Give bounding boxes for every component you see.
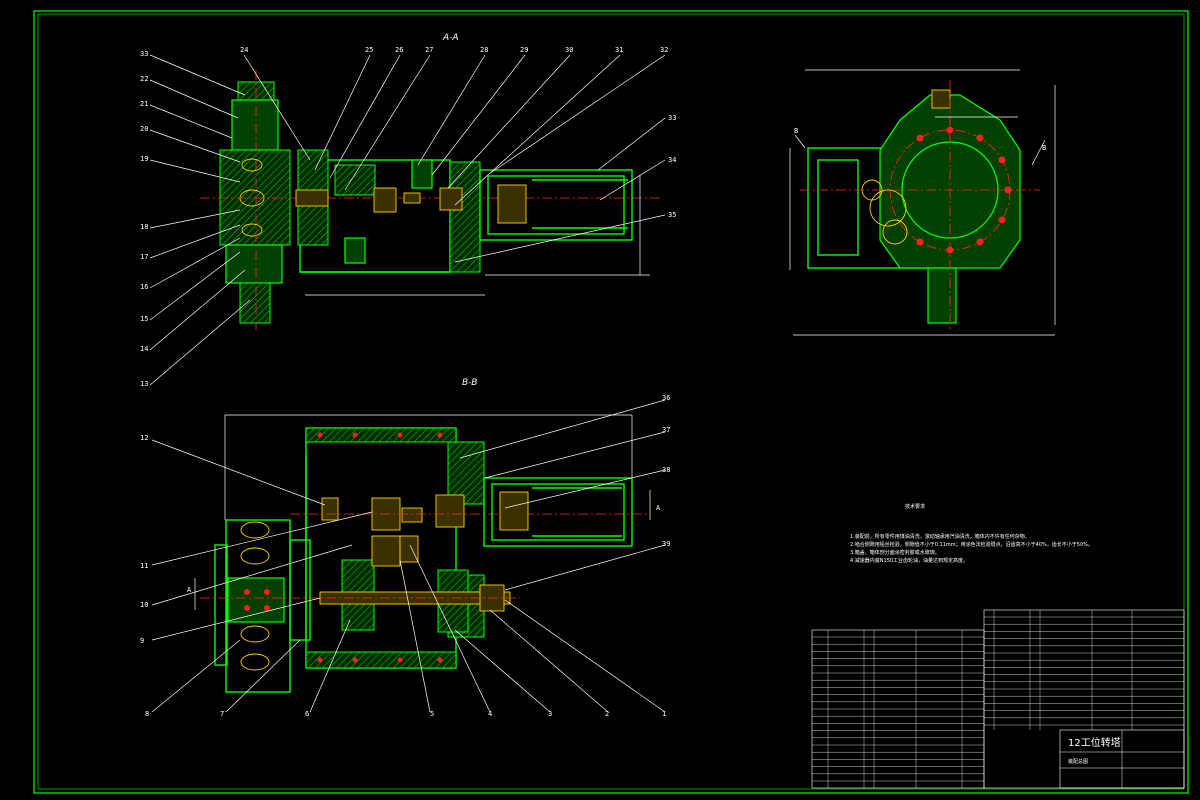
notes-heading: 技术要求 (905, 503, 925, 510)
label-bb-37: 37 (662, 426, 670, 434)
label-aa-18: 18 (140, 223, 148, 231)
label-aa-17: 17 (140, 253, 148, 261)
end-view: B B (789, 69, 1056, 336)
label-aa-33: 33 (140, 50, 148, 58)
label-bb-5: 5 (430, 710, 434, 718)
label-bb-4: 4 (488, 710, 492, 718)
label-bb-12: 12 (140, 434, 148, 442)
note-line-3: 3.箱盖、箱体剖分面涂密封胶或水玻璃。 (850, 549, 940, 556)
title-block-subtitle: 装配总图 (1068, 758, 1088, 765)
label-aa-20: 20 (140, 125, 148, 133)
inner-border (37, 13, 1185, 790)
label-aa-13: 13 (140, 380, 148, 388)
label-bb-39: 39 (662, 540, 670, 548)
label-aa-33b: 33 (668, 114, 676, 122)
section-aa-view: A-A (200, 33, 660, 330)
label-bb-8: 8 (145, 710, 149, 718)
label-aa-15: 15 (140, 315, 148, 323)
label-bb-38: 38 (662, 466, 670, 474)
marker-a-right: A (656, 504, 661, 512)
marker-b-right: B (1042, 144, 1046, 152)
label-bb-7: 7 (220, 710, 224, 718)
note-line-4: 4.减速器内装N150工业齿轮油，油量达到规定高度。 (850, 557, 968, 564)
note-line-1: 1.装配前，所有零件用煤油清洗，滚动轴承用汽油清洗，箱体内不许有任何杂物。 (850, 533, 1030, 540)
label-aa-19: 19 (140, 155, 148, 163)
note-line-2: 2.啮合侧隙用铅丝检验，侧隙值不小于0.11mm；用涂色法检验斑点，沿齿高不小于… (850, 541, 1093, 548)
label-aa-24: 24 (240, 46, 248, 54)
leaders-aa-top (243, 54, 666, 263)
outer-border (33, 10, 1189, 794)
label-aa-28: 28 (480, 46, 488, 54)
section-aa-title: A-A (442, 33, 459, 43)
label-aa-27: 27 (425, 46, 433, 54)
label-aa-35: 35 (668, 211, 676, 219)
label-bb-9: 9 (140, 637, 144, 645)
parts-list: 12工位转塔 装配总图 (811, 609, 1185, 789)
label-bb-36: 36 (662, 394, 670, 402)
title-block-name: 12工位转塔 (1068, 736, 1121, 749)
marker-b-left: B (794, 127, 798, 135)
label-aa-25: 25 (365, 46, 373, 54)
labels-bb: 12 11 10 9 8 7 6 5 4 3 2 1 36 37 38 39 (140, 394, 670, 718)
label-aa-30: 30 (565, 46, 573, 54)
marker-a-left: A (187, 586, 192, 594)
end-view-bolt-holes (916, 126, 1012, 254)
label-aa-34: 34 (668, 156, 676, 164)
label-bb-10: 10 (140, 601, 148, 609)
label-bb-3: 3 (548, 710, 552, 718)
label-aa-26: 26 (395, 46, 403, 54)
label-bb-11: 11 (140, 562, 148, 570)
leaders-aa-left (149, 54, 251, 386)
label-aa-32: 32 (660, 46, 668, 54)
section-bb-title: B-B (462, 378, 477, 388)
label-aa-21: 21 (140, 100, 148, 108)
section-bb-view: B-B (187, 378, 661, 693)
labels-aa: 33 22 21 20 19 18 17 16 15 14 13 24 25 2… (140, 46, 676, 388)
label-aa-14: 14 (140, 345, 148, 353)
label-bb-2: 2 (605, 710, 609, 718)
label-aa-16: 16 (140, 283, 148, 291)
label-bb-6: 6 (305, 710, 309, 718)
technical-notes: 技术要求 1.装配前，所有零件用煤油清洗，滚动轴承用汽油清洗，箱体内不许有任何杂… (850, 503, 1093, 564)
label-bb-1: 1 (662, 710, 666, 718)
label-aa-29: 29 (520, 46, 528, 54)
label-aa-22: 22 (140, 75, 148, 83)
leaders-bb (151, 399, 666, 713)
label-aa-31: 31 (615, 46, 623, 54)
